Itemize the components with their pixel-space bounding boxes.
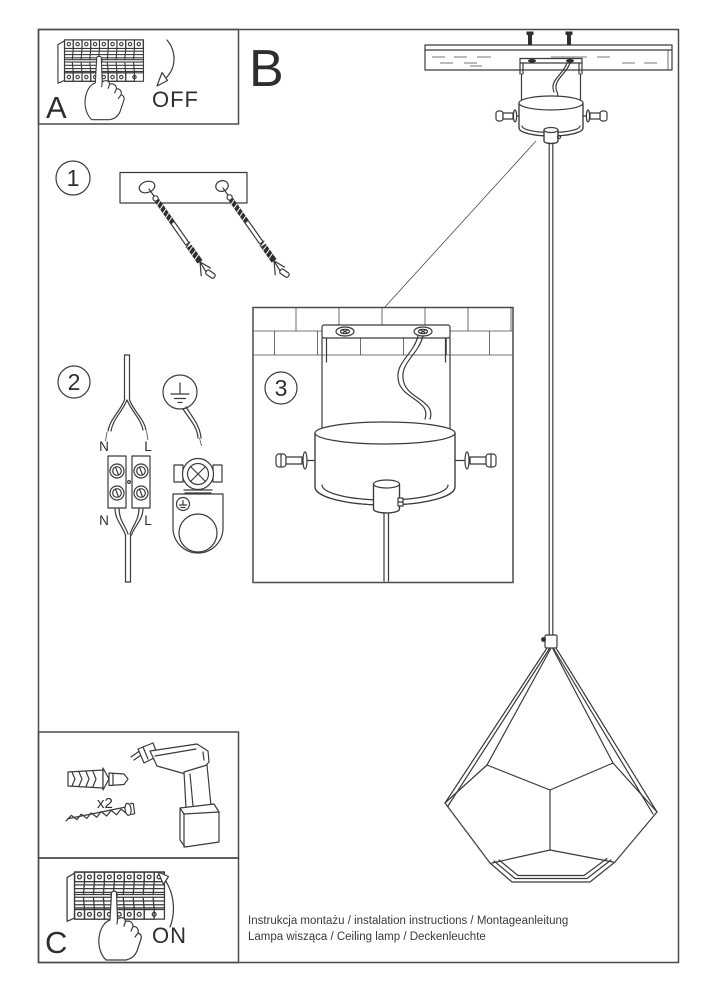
step-number-circle — [264, 371, 298, 405]
switch-action-label: ON — [152, 923, 187, 948]
ground-clamp-icon — [172, 457, 224, 554]
lampshade-icon — [444, 634, 658, 883]
section-letter: C — [45, 925, 67, 960]
wall-anchor-icon — [67, 767, 129, 791]
ceiling-mount-illustration — [424, 31, 673, 145]
pendant-cord-icon — [548, 142, 554, 636]
ground-wire-icon — [182, 408, 199, 439]
panel-a: OFF A — [37, 28, 240, 125]
lamp-cable-icon — [114, 507, 144, 583]
wire-label-l: L — [144, 439, 152, 454]
terminal-block-icon — [107, 455, 151, 509]
cord-grip-icon — [543, 126, 562, 145]
panel-c: ON C — [37, 857, 240, 964]
earth-ground-icon — [162, 374, 198, 410]
anchor-quantity-label: x2 — [97, 795, 113, 812]
section-letter-b: B — [249, 40, 284, 98]
footer-line-1: Instrukcja montażu / instalation instruc… — [248, 915, 568, 927]
ground-wire-icon — [185, 406, 202, 439]
step-number: 3 — [275, 375, 288, 401]
mounting-bracket-icon — [119, 171, 248, 204]
step-number-circle — [57, 365, 91, 399]
wire-label-n: N — [99, 439, 109, 454]
supply-wire-icon — [397, 335, 427, 420]
terminal-screw-icon — [109, 463, 149, 501]
step-number: 2 — [68, 369, 81, 395]
wooden-beam-icon — [424, 44, 673, 71]
mount-screw-icon — [526, 31, 573, 45]
screw-icon — [65, 802, 136, 822]
canopy-screw-icon — [495, 109, 608, 123]
step-1: 1 — [55, 160, 292, 285]
mains-cable-icon — [105, 354, 149, 442]
footer-line-2: Lampa wisząca / Ceiling lamp / Deckenleu… — [248, 931, 486, 943]
supply-wire-icon — [402, 335, 432, 420]
canopy-icon — [518, 95, 584, 137]
curved-arrow-up-icon — [157, 871, 175, 928]
section-letter: A — [46, 90, 67, 125]
cord-grip-icon — [372, 479, 404, 514]
mounting-bracket-icon — [519, 57, 583, 75]
canopy-screw-icon — [275, 451, 497, 470]
step-number-circle — [55, 160, 91, 196]
step-3: 3 — [252, 306, 514, 584]
detail-leader-line — [383, 140, 537, 309]
drill-icon — [130, 742, 220, 848]
footer: Instrukcja montażu / instalation instruc… — [248, 915, 568, 943]
step-number: 1 — [67, 165, 80, 191]
wire-label-n: N — [99, 513, 109, 528]
mounting-bracket-icon — [321, 324, 451, 363]
wire-label-l: L — [144, 513, 152, 528]
canopy-icon — [314, 421, 456, 506]
switch-action-label: OFF — [152, 87, 199, 112]
hardware-box: x2 — [37, 731, 240, 859]
step-2: 2 N L — [57, 354, 224, 583]
wall-anchor-screw-icon — [216, 184, 292, 284]
page-border — [37, 28, 680, 964]
curved-arrow-down-icon — [156, 39, 175, 87]
supply-wire-icon — [552, 62, 568, 93]
